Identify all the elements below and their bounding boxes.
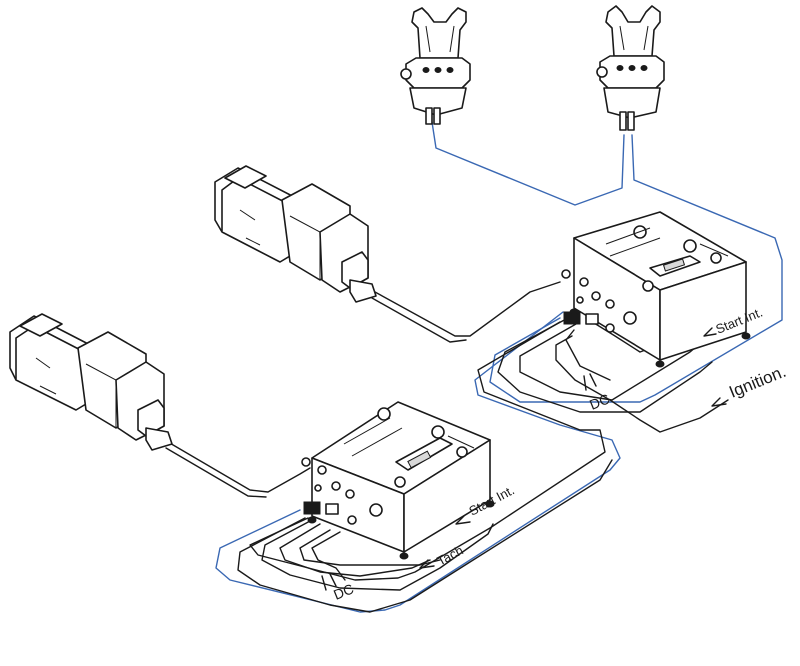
control-box-right [561, 211, 751, 368]
right-box-loop-2 [519, 323, 703, 401]
label-ignition: Ignition. [726, 362, 788, 402]
dc-cable-left [311, 531, 346, 581]
engine-bottom [9, 313, 173, 451]
label-dc-right: DC [587, 390, 612, 412]
engine-top [214, 165, 377, 303]
blue-cable-throttle-left [431, 121, 625, 206]
blue-cables [215, 121, 783, 613]
throttle-control-right [596, 5, 665, 131]
cable-end-marks [321, 327, 727, 591]
left-box-loop-3 [237, 459, 613, 613]
right-box-to-left-1 [249, 321, 606, 581]
blue-cable-interlink [215, 311, 621, 613]
engine-bottom-harness [167, 441, 311, 493]
left-box-loop-1 [261, 519, 494, 591]
blue-cable-throttle-right [489, 134, 783, 403]
black-cables [165, 281, 729, 613]
throttle-control-left [400, 7, 471, 125]
control-box-left [301, 401, 495, 560]
left-box-loop-2 [279, 523, 431, 577]
right-box-loop-3 [565, 329, 611, 381]
label-dc-left: DC [331, 580, 356, 602]
ignition-long-loop [555, 335, 729, 433]
engine-top-harness [374, 281, 561, 337]
label-tach: Tach [434, 543, 465, 569]
